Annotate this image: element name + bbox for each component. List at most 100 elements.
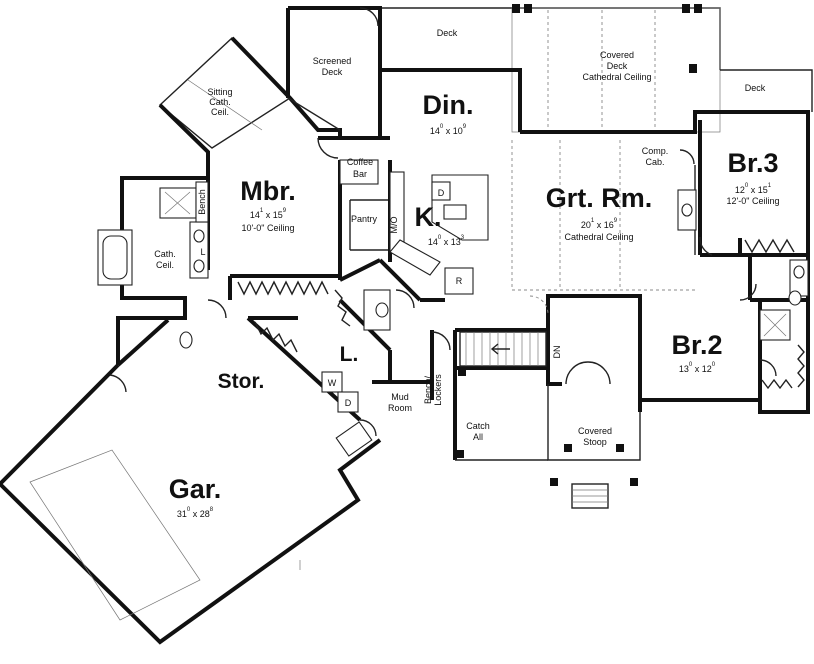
stor-name: Stor.: [218, 370, 265, 393]
laundry-name: L.: [340, 343, 359, 366]
k-dim-b: 13: [451, 237, 461, 247]
gar-dim-a-sup: 0: [187, 507, 191, 513]
svg-text:120 x 151: 120 x 151: [735, 183, 772, 195]
din-name: Din.: [423, 90, 474, 120]
interior-walls: [206, 70, 808, 460]
k-dim-b-sup: 3: [461, 235, 465, 241]
br2-dim-b: 12: [702, 364, 712, 374]
br3-name: Br.3: [727, 148, 778, 178]
svg-text:140 x 109: 140 x 109: [430, 124, 467, 136]
mbr-dim-b-sup: 9: [283, 208, 287, 214]
din-dim-a: 14: [430, 126, 440, 136]
bath-label-2: Ceil.: [156, 260, 174, 270]
kitchen-fixtures: [339, 159, 489, 295]
pantry-label: Pantry: [351, 214, 378, 224]
deck-right-label: Deck: [745, 83, 766, 93]
svg-text:130 x 120: 130 x 120: [679, 362, 716, 374]
garage-outline: [29, 449, 301, 621]
catch-label-1: Catch: [466, 421, 490, 431]
bath-fixtures: [97, 181, 809, 349]
din-dim-b: 10: [453, 126, 463, 136]
room-great-room: Grt. Rm. 201 x 169 Cathedral Ceiling: [546, 183, 653, 242]
laundry-fixtures: [321, 371, 373, 457]
deck-top-label: Deck: [437, 28, 458, 38]
coffee-label-2: Bar: [353, 169, 367, 179]
comp-label-2: Cab.: [645, 157, 664, 167]
mud-label-2: Room: [388, 403, 412, 413]
br3-note: 12'-0" Ceiling: [727, 196, 780, 206]
room-mbr: Mbr. 141 x 159 10'-0" Ceiling: [240, 176, 296, 233]
mbr-dim-x: x: [263, 210, 273, 220]
br2-dim-x: x: [692, 364, 702, 374]
room-br3: Br.3 120 x 151 12'-0" Ceiling: [727, 148, 780, 206]
grt-name: Grt. Rm.: [546, 183, 653, 213]
gar-dim-b-sup: 8: [210, 507, 214, 513]
br3-dim-a-sup: 0: [745, 183, 749, 189]
bench-label: Bench: [197, 189, 207, 215]
closet-shelving: [237, 238, 805, 390]
br3-dim-a: 12: [735, 185, 745, 195]
sitting-label-3: Ceil.: [211, 107, 229, 117]
linen-label: L: [200, 247, 205, 257]
room-br2: Br.2 130 x 120: [671, 330, 722, 374]
grt-dim-b: 16: [604, 220, 614, 230]
mo-label: M/O: [389, 217, 399, 234]
svg-text:141 x 159: 141 x 159: [250, 208, 287, 220]
grt-dim-a-sup: 1: [591, 218, 595, 224]
coffee-label-1: Coffee: [347, 157, 373, 167]
covered-stoop: [455, 361, 641, 509]
mbr-name: Mbr.: [240, 176, 296, 206]
din-dim-a-sup: 0: [440, 124, 444, 130]
small-labels: Deck Covered Deck Cathedral Ceiling Deck…: [154, 28, 766, 447]
room-din: Din. 140 x 109: [423, 90, 474, 136]
din-dim-b-sup: 9: [463, 124, 467, 130]
mbr-dim-b: 15: [273, 210, 283, 220]
mud-label-1: Mud: [391, 392, 409, 402]
covered-deck-label-3: Cathedral Ceiling: [582, 72, 651, 82]
br2-dim-a-sup: 0: [689, 362, 693, 368]
gar-name: Gar.: [169, 474, 222, 504]
screened-label-2: Deck: [322, 67, 343, 77]
room-kitchen: K. 140 x 133: [415, 202, 465, 247]
k-dim-a-sup: 0: [438, 235, 442, 241]
fridge-label: R: [456, 276, 463, 286]
grt-dim-b-sup: 9: [614, 218, 618, 224]
din-dim-x: x: [443, 126, 453, 136]
posts: [456, 4, 702, 486]
gar-dim-a: 31: [177, 509, 187, 519]
svg-text:140 x 133: 140 x 133: [428, 235, 465, 247]
exterior-walls: [0, 6, 810, 645]
room-garage: Gar. 310 x 288: [169, 474, 222, 519]
grt-dim-a: 20: [581, 220, 591, 230]
br2-name: Br.2: [671, 330, 722, 360]
door-swings: [109, 7, 777, 437]
mbr-dim-a-sup: 1: [260, 208, 264, 214]
dishwasher-label: D: [438, 188, 445, 198]
br3-dim-b-sup: 1: [768, 183, 772, 189]
br3-dim-b: 15: [758, 185, 768, 195]
catch-label-2: All: [473, 432, 483, 442]
bench-lockers-label-1: Bench/: [423, 375, 433, 404]
bath-label-1: Cath.: [154, 249, 176, 259]
dryer-label: D: [345, 398, 352, 408]
svg-text:310 x 288: 310 x 288: [177, 507, 214, 519]
sitting-label-2: Cath.: [209, 97, 231, 107]
br2-dim-a: 13: [679, 364, 689, 374]
svg-text:201 x 169: 201 x 169: [581, 218, 618, 230]
deck-outlines: [158, 7, 813, 149]
stairs: [459, 331, 547, 367]
dn-label: DN: [552, 346, 562, 359]
k-dim-a: 14: [428, 237, 438, 247]
gar-dim-x: x: [190, 509, 200, 519]
k-name: K.: [415, 202, 442, 232]
grt-note: Cathedral Ceiling: [564, 232, 633, 242]
mbr-dim-a: 14: [250, 210, 260, 220]
br3-dim-x: x: [748, 185, 758, 195]
mbr-note: 10'-0" Ceiling: [242, 223, 295, 233]
washer-label: W: [328, 378, 337, 388]
gar-dim-b: 28: [200, 509, 210, 519]
sitting-label-1: Sitting: [207, 87, 232, 97]
k-dim-x: x: [441, 237, 451, 247]
stoop-label-1: Covered: [578, 426, 612, 436]
